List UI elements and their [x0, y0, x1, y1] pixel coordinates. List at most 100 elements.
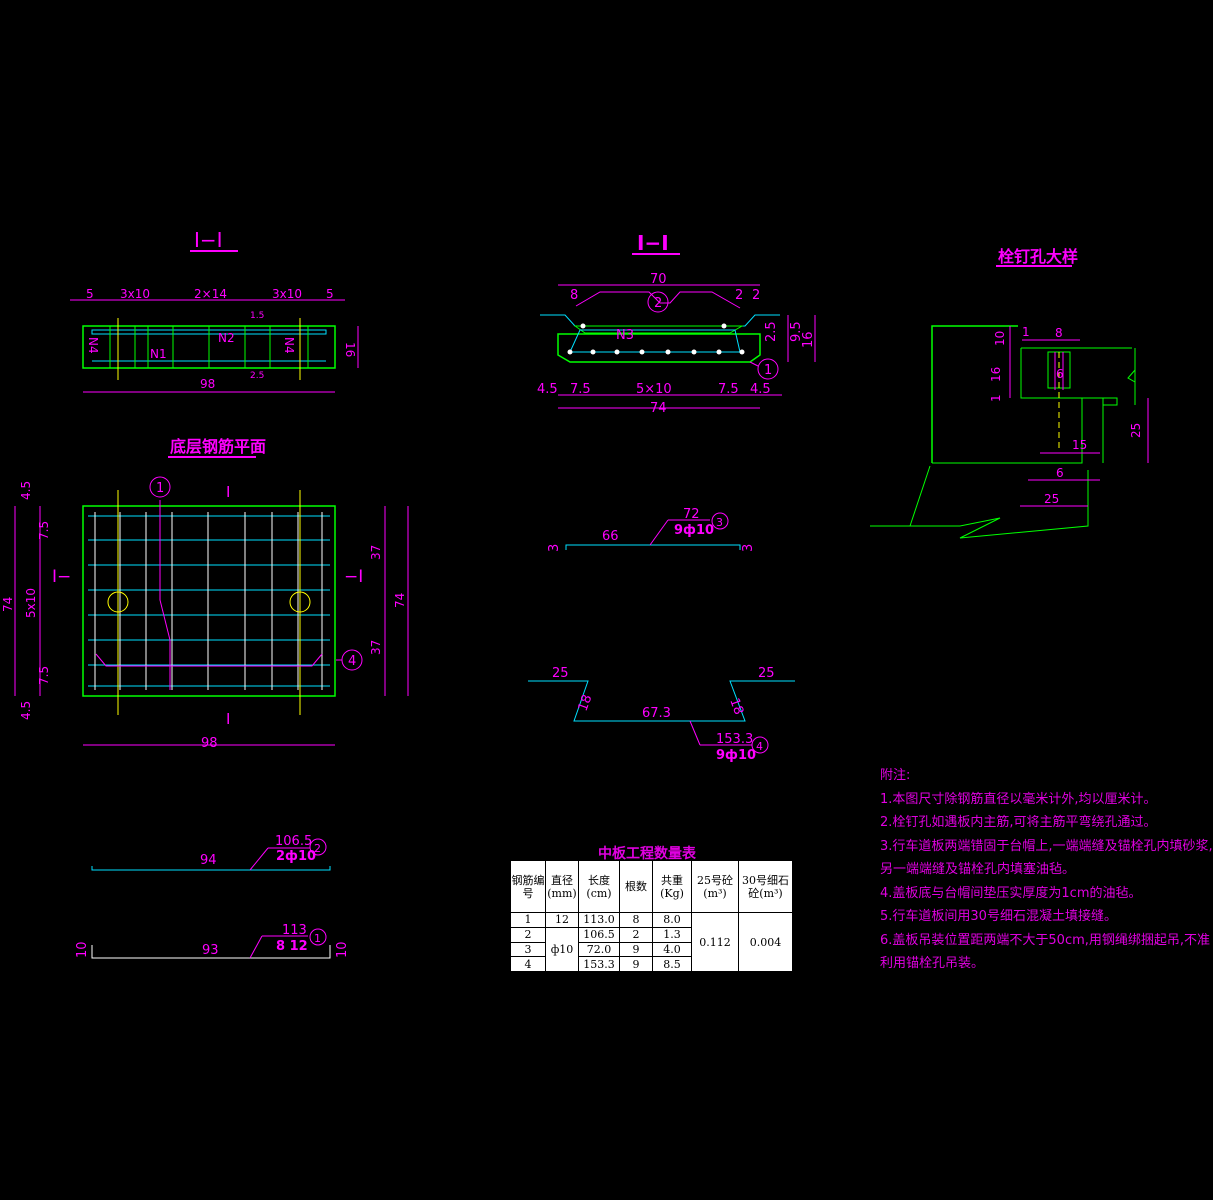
cell-r0-len: 113.0: [578, 912, 620, 928]
detail-d16: 16: [989, 367, 1003, 382]
plan-mark-1: 1: [156, 481, 164, 496]
left-dim-top-1: 3x10: [120, 287, 150, 301]
detail-d25: 25: [1129, 423, 1143, 438]
bar2-spec: 2ф10: [276, 849, 316, 864]
left-label-n2: N2: [218, 331, 235, 345]
left-dim-top-2: 2×14: [194, 287, 227, 301]
bar3-mid: 66: [602, 529, 619, 544]
bar3-length: 72: [683, 507, 700, 522]
left-dim-right: 16: [343, 342, 357, 357]
plan-left-dim-3: 5x10: [24, 588, 38, 618]
bar1-end-l: 10: [75, 941, 90, 958]
bar-4: 25 25 18 18 67.3 153.3 9ф10 4: [528, 666, 795, 763]
detail-d10: 10: [993, 331, 1007, 346]
bar1-mid: 93: [202, 943, 219, 958]
bar4-left: 25: [552, 666, 569, 681]
bar3-end-l: 3: [547, 544, 562, 552]
plan-mark-4: 4: [348, 654, 356, 669]
plan-right-dim-2: 37: [369, 640, 383, 655]
plan-left-dim-4: 7.5: [37, 666, 51, 685]
note-6: 6.盖板吊装位置距两端不大于50cm,用钢绳绑捆起吊,不准: [880, 932, 1211, 948]
plan-cut-mark-bottom: I: [226, 710, 230, 728]
bar3-mark: 3: [716, 516, 723, 529]
left-label-n1: N1: [150, 347, 167, 361]
note-1: 1.本图尺寸除钢筋直径以毫米计外,均以厘米计。: [880, 791, 1157, 807]
th-diameter: 直径(mm): [545, 860, 579, 913]
mid-dim-top: 70: [650, 272, 667, 287]
bar4-slope-r: 18: [726, 696, 746, 717]
plan-cut-mark-top: I: [226, 483, 230, 501]
cell-r2-cnt: 9: [619, 941, 653, 958]
plan-cut-left: I−: [52, 567, 71, 587]
mid-mark-1: 1: [764, 363, 772, 378]
detail-d8: 8: [1055, 326, 1063, 340]
cell-r2-no: 3: [510, 941, 546, 958]
note-4: 4.盖板底与台帽间垫压实厚度为1cm的油毡。: [880, 885, 1142, 901]
note-3: 3.行车道板两端错固于台帽上,一端端缝及锚栓孔内填砂浆,: [880, 838, 1213, 854]
bar4-right: 25: [758, 666, 775, 681]
bar3-end-r: 3: [741, 544, 756, 552]
bar2-mark: 2: [314, 842, 321, 855]
cell-r3-no: 4: [510, 956, 546, 972]
plan-left-dim-5: 4.5: [19, 701, 33, 720]
th-concrete30: 30号细石砼(m³): [738, 860, 793, 913]
title-plan: 底层钢筋平面: [170, 437, 266, 456]
plan-right-dim-1: 74: [393, 593, 407, 608]
left-dim-bottom: 98: [200, 377, 215, 391]
left-dim-top-4: 5: [326, 287, 334, 301]
cell-r3-len: 153.3: [578, 956, 620, 972]
mid-section: 70 8 2 2 2 N3 1 2.5 9.5 16 4.5 7.5 5×10 …: [537, 272, 816, 416]
bar2-length: 106.5: [275, 834, 312, 849]
bar-1: 113 8 12 1 93 10 10: [75, 923, 350, 959]
cell-concrete30: 0.004: [738, 912, 793, 972]
bar4-spec: 9ф10: [716, 748, 756, 763]
bar-2: 106.5 2ф10 2 94: [91, 834, 331, 871]
cell-concrete25: 0.112: [691, 912, 739, 972]
title-section-left: I−I: [194, 228, 223, 252]
plan-left-dim-1: 7.5: [37, 521, 51, 540]
quantity-table: 钢筋编号 直径(mm) 长度(cm) 根数 共重(Kg) 25号砼(m³) 30…: [510, 860, 793, 973]
bar1-length: 113: [282, 923, 307, 938]
cell-r0-wt: 8.0: [652, 912, 692, 928]
bar4-mark: 4: [756, 740, 763, 753]
left-section: 5 3x10 2×14 3x10 5 98 N1 N2 N4 N4 16 1.5…: [70, 287, 359, 393]
mid-right-dim-2: 16: [801, 331, 816, 348]
bar4-mid: 67.3: [642, 706, 671, 721]
mid-right-dim-1: 9.5: [789, 321, 804, 342]
cell-r1-no: 2: [510, 926, 546, 943]
mid-right-dim-0: 2.5: [764, 321, 779, 342]
plan-right-dim-0: 37: [369, 545, 383, 560]
bar3-spec: 9ф10: [674, 523, 714, 538]
cell-r2-len: 72.0: [578, 941, 620, 958]
detail-d6b: 6: [1056, 466, 1064, 480]
detail-d15: 15: [1072, 438, 1087, 452]
plan-dim-bottom: 98: [201, 736, 218, 751]
plan-left-dim-0: 4.5: [19, 481, 33, 500]
th-weight: 共重(Kg): [652, 860, 692, 913]
cell-dia-phi10: ф10: [545, 926, 579, 973]
plan-view: 1 4 I− −I I I 98 4.5 7.5 74 5x10 7.5 4.5…: [1, 476, 409, 751]
bolt-hole-detail: 1 8 10 16 1 6 15 25 6 25: [870, 325, 1149, 539]
plan-cut-right: −I: [344, 567, 363, 587]
cell-r0-dia: 12: [545, 912, 579, 928]
left-small-1: 1.5: [250, 311, 264, 321]
th-count: 根数: [619, 860, 653, 913]
plan-left-dim-2: 74: [1, 597, 15, 612]
cell-r2-wt: 4.0: [652, 941, 692, 958]
title-section-mid: I−I: [637, 231, 669, 255]
cell-r3-wt: 8.5: [652, 956, 692, 972]
cell-r0-cnt: 8: [619, 912, 653, 928]
left-label-n4b: N4: [282, 337, 296, 354]
mid-dim-top-left: 8: [570, 288, 578, 303]
mid-label-n3: N3: [616, 328, 634, 343]
mid-bottom-dim-4: 4.5: [750, 382, 771, 397]
detail-d25b: 25: [1044, 492, 1059, 506]
bar1-spec: 8 12: [276, 939, 308, 954]
left-dim-top-0: 5: [86, 287, 94, 301]
detail-d1b: 1: [989, 394, 1003, 402]
th-concrete25: 25号砼(m³): [691, 860, 739, 913]
title-detail: 栓钉孔大样: [998, 247, 1078, 266]
bar1-end-r: 10: [335, 941, 350, 958]
bar1-mark: 1: [314, 932, 321, 945]
